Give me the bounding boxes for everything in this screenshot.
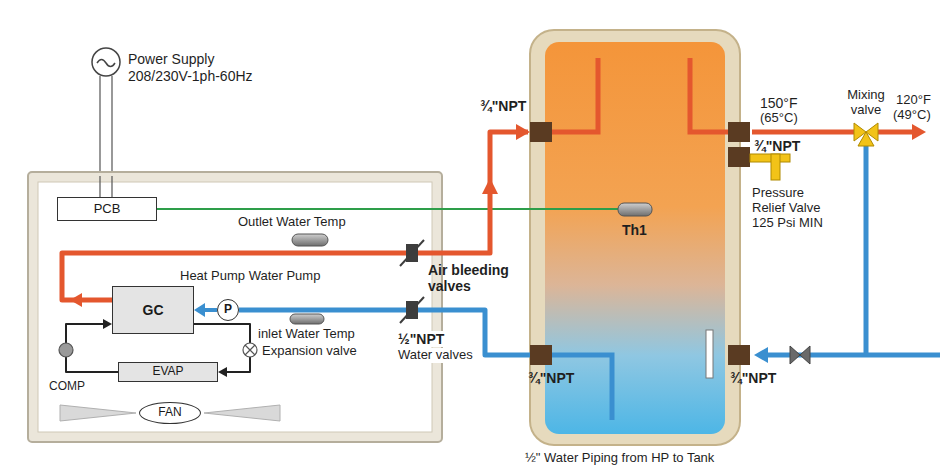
sensor-label: Th1 <box>622 222 647 238</box>
node-text: GC <box>143 302 164 318</box>
expansion-valve-symbol <box>245 345 255 355</box>
pcb-board: PCB <box>57 197 157 221</box>
tank-element <box>706 330 713 378</box>
temperature-sensor <box>292 234 328 246</box>
power-wire <box>100 176 112 197</box>
node-text: EVAP <box>152 365 183 379</box>
temperature-label: 120°F <box>896 93 931 108</box>
sensor-label: inlet Water Temp <box>258 327 355 342</box>
fan-blade <box>60 405 136 421</box>
power-symbol <box>92 48 120 76</box>
component-label: COMP <box>49 380 85 394</box>
air-bleed-valve <box>400 240 424 266</box>
water-pump-circle: P <box>217 299 239 321</box>
expansion-valve-symbol <box>243 343 257 357</box>
cold-water-pipe <box>766 146 940 355</box>
heat-pump-housing <box>38 182 432 432</box>
caption: ½" Water Piping from HP to Tank <box>525 451 714 466</box>
air-bleed-valve <box>400 297 424 323</box>
arrow-head <box>218 367 227 377</box>
relief-valve <box>750 154 790 162</box>
temperature-label: (65°C) <box>760 111 798 126</box>
fan-ellipse: FAN <box>139 402 201 424</box>
power-symbol <box>97 60 115 67</box>
pipe-size-label: ¾"NPT <box>528 370 574 386</box>
shutoff-valve <box>790 346 810 364</box>
arrow-head <box>103 319 112 329</box>
pipe-size-label: ¾"NPT <box>730 370 776 386</box>
connector-line <box>204 308 217 312</box>
relief-valve <box>771 154 780 180</box>
temperature-label: 150°F <box>760 95 798 111</box>
flow-arrow <box>754 347 768 363</box>
node-text: P <box>224 303 232 317</box>
flow-arrow <box>912 124 926 140</box>
flow-arrow <box>70 293 82 307</box>
valve-label: Pressure Relief Valve 125 Psi MIN <box>752 186 836 231</box>
flow-arrow <box>516 124 530 140</box>
temperature-sensor <box>618 203 652 216</box>
node-text: FAN <box>158 406 181 420</box>
flow-connector <box>66 319 118 372</box>
valve-label: Water valves <box>396 348 475 363</box>
component-label: Expansion valve <box>262 344 357 359</box>
hot-water-pipe <box>752 130 854 135</box>
pipe-fitting <box>530 122 552 142</box>
flow-connector <box>194 303 217 317</box>
dip-tube <box>690 58 728 132</box>
temperature-sensor <box>290 314 324 324</box>
flow-arrow <box>482 178 498 194</box>
evaporator-box: EVAP <box>118 362 218 382</box>
connector-line <box>66 324 118 372</box>
dip-tube <box>552 355 612 420</box>
voltage-label: 208/230V-1ph-60Hz <box>128 68 253 84</box>
power-supply-label: Power Supply <box>128 51 214 67</box>
mixed-water-pipe <box>878 130 912 135</box>
node-text: PCB <box>94 202 121 217</box>
gas-cooler-box: GC <box>112 286 194 334</box>
pipe-fitting <box>530 345 552 365</box>
pipe-fitting <box>728 345 750 365</box>
pump-label: Heat Pump Water Pump <box>180 269 320 284</box>
sensor-label: Outlet Water Temp <box>238 215 346 230</box>
valve-label: Air bleeding valves <box>428 262 528 294</box>
fan-blade <box>204 405 280 421</box>
pipe-fitting <box>728 122 750 142</box>
pipe-fitting <box>728 147 750 167</box>
pipe-size-label: ½"NPT <box>396 331 446 347</box>
pipe-size-label: ¾"NPT <box>754 138 800 154</box>
pipe-size-label: ¾"NPT <box>480 98 526 114</box>
valve-label: Mixing valve <box>831 88 901 118</box>
compressor-symbol <box>59 343 73 357</box>
sensor-wire <box>157 208 618 210</box>
temperature-label: (49°C) <box>893 108 931 123</box>
arrow-head <box>194 303 205 317</box>
mixing-valve-symbol <box>854 123 878 146</box>
dip-tube <box>552 58 598 132</box>
heat-pump-housing <box>28 172 442 442</box>
